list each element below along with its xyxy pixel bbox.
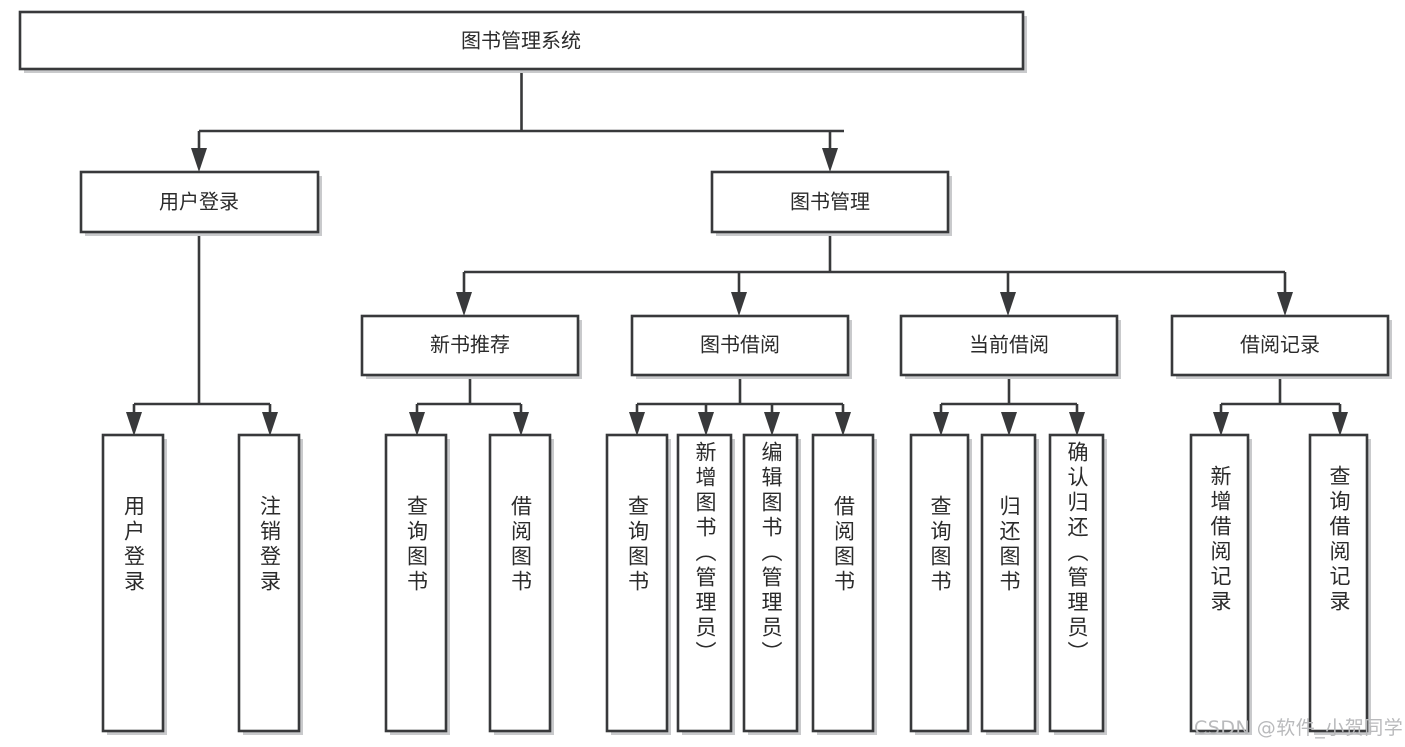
arrow-bookborrow-leaf-3 (764, 412, 780, 436)
leaf-node-book-borrow-3[interactable] (742, 433, 801, 735)
csdn-watermark: CSDN @软件_小贺同学 (1194, 717, 1404, 739)
arrow-currentborrow-leaf-3 (1069, 412, 1085, 436)
arrow-newbook-leaf-1 (409, 412, 425, 436)
leaf-node-book-borrow-1[interactable] (605, 433, 671, 735)
leaf-node-new-book-2[interactable] (488, 433, 554, 735)
node-book-borrow-box[interactable] (630, 314, 850, 377)
node-current-borrow-box[interactable] (899, 314, 1119, 377)
arrow-newbook-leaf-2 (513, 412, 529, 436)
arrow-borrowrecord-leaf-1 (1213, 412, 1229, 436)
node-user-login[interactable]: 用户登录 (79, 170, 322, 236)
leaf-box[interactable] (384, 433, 448, 733)
leaf-box[interactable] (237, 433, 301, 733)
arrow-bookmanage-to-new-book (456, 292, 472, 316)
node-root-box[interactable] (18, 10, 1025, 71)
arrow-currentborrow-leaf-1 (933, 412, 949, 436)
leaf-node-user-login-2[interactable] (237, 433, 303, 735)
arrow-borrowrecord-leaf-2 (1332, 412, 1348, 436)
node-root-label: 图书管理系统 (461, 29, 581, 53)
node-user-login-label: 用户登录 (159, 190, 239, 214)
leaf-box[interactable] (488, 433, 552, 733)
arrow-bookborrow-leaf-1 (629, 412, 645, 436)
node-new-book-recommend[interactable]: 新书推荐 (360, 314, 582, 379)
node-book-manage-label: 图书管理 (790, 190, 870, 214)
leaf-node-current-borrow-2[interactable] (980, 433, 1039, 735)
arrow-bookborrow-leaf-4 (835, 412, 851, 436)
leaf-box[interactable] (1189, 433, 1250, 733)
leaf-box[interactable] (811, 433, 875, 733)
leaf-box[interactable] (742, 433, 799, 733)
node-new-book-recommend-label: 新书推荐 (430, 333, 510, 357)
leaf-node-current-borrow-3[interactable] (1048, 433, 1107, 735)
arrow-currentborrow-leaf-2 (1001, 412, 1017, 436)
node-new-book-recommend-box[interactable] (360, 314, 580, 377)
node-user-login-box[interactable] (79, 170, 320, 234)
leaf-box[interactable] (676, 433, 733, 733)
leaf-node-book-borrow-4[interactable] (811, 433, 877, 735)
leaf-box[interactable] (605, 433, 669, 733)
leaf-box[interactable] (909, 433, 970, 733)
leaf-node-borrow-record-2[interactable] (1308, 433, 1371, 735)
node-book-manage[interactable]: 图书管理 (710, 170, 952, 236)
arrow-bookmanage-to-record (1277, 292, 1293, 316)
leaf-node-borrow-record-1[interactable] (1189, 433, 1252, 735)
node-current-borrow-label: 当前借阅 (969, 333, 1049, 357)
edge-group (126, 69, 1348, 436)
arrow-bookmanage-to-current (1000, 292, 1016, 316)
arrow-userlogin-leaf-2 (262, 412, 278, 436)
leaf-box[interactable] (980, 433, 1037, 733)
node-book-borrow-label: 图书借阅 (700, 333, 780, 357)
arrow-bookborrow-leaf-2 (698, 412, 714, 436)
leaf-node-new-book-1[interactable] (384, 433, 450, 735)
arrow-root-to-book-manage (822, 148, 838, 172)
leaf-node-user-login-1[interactable] (101, 433, 167, 735)
leaf-node-book-borrow-2[interactable] (676, 433, 735, 735)
node-book-borrow[interactable]: 图书借阅 (630, 314, 852, 379)
node-root[interactable]: 图书管理系统 (18, 10, 1027, 73)
node-current-borrow[interactable]: 当前借阅 (899, 314, 1121, 379)
leaf-box[interactable] (1308, 433, 1369, 733)
node-borrow-record-label: 借阅记录 (1240, 333, 1320, 357)
leaf-node-current-borrow-1[interactable] (909, 433, 972, 735)
node-borrow-record-box[interactable] (1170, 314, 1390, 377)
node-borrow-record[interactable]: 借阅记录 (1170, 314, 1392, 379)
leaf-box[interactable] (1048, 433, 1105, 733)
arrow-userlogin-leaf-1 (126, 412, 142, 436)
leaf-box[interactable] (101, 433, 165, 733)
node-book-manage-box[interactable] (710, 170, 950, 234)
arrow-root-to-user-login (191, 148, 207, 172)
arrow-bookmanage-to-borrow (731, 292, 747, 316)
